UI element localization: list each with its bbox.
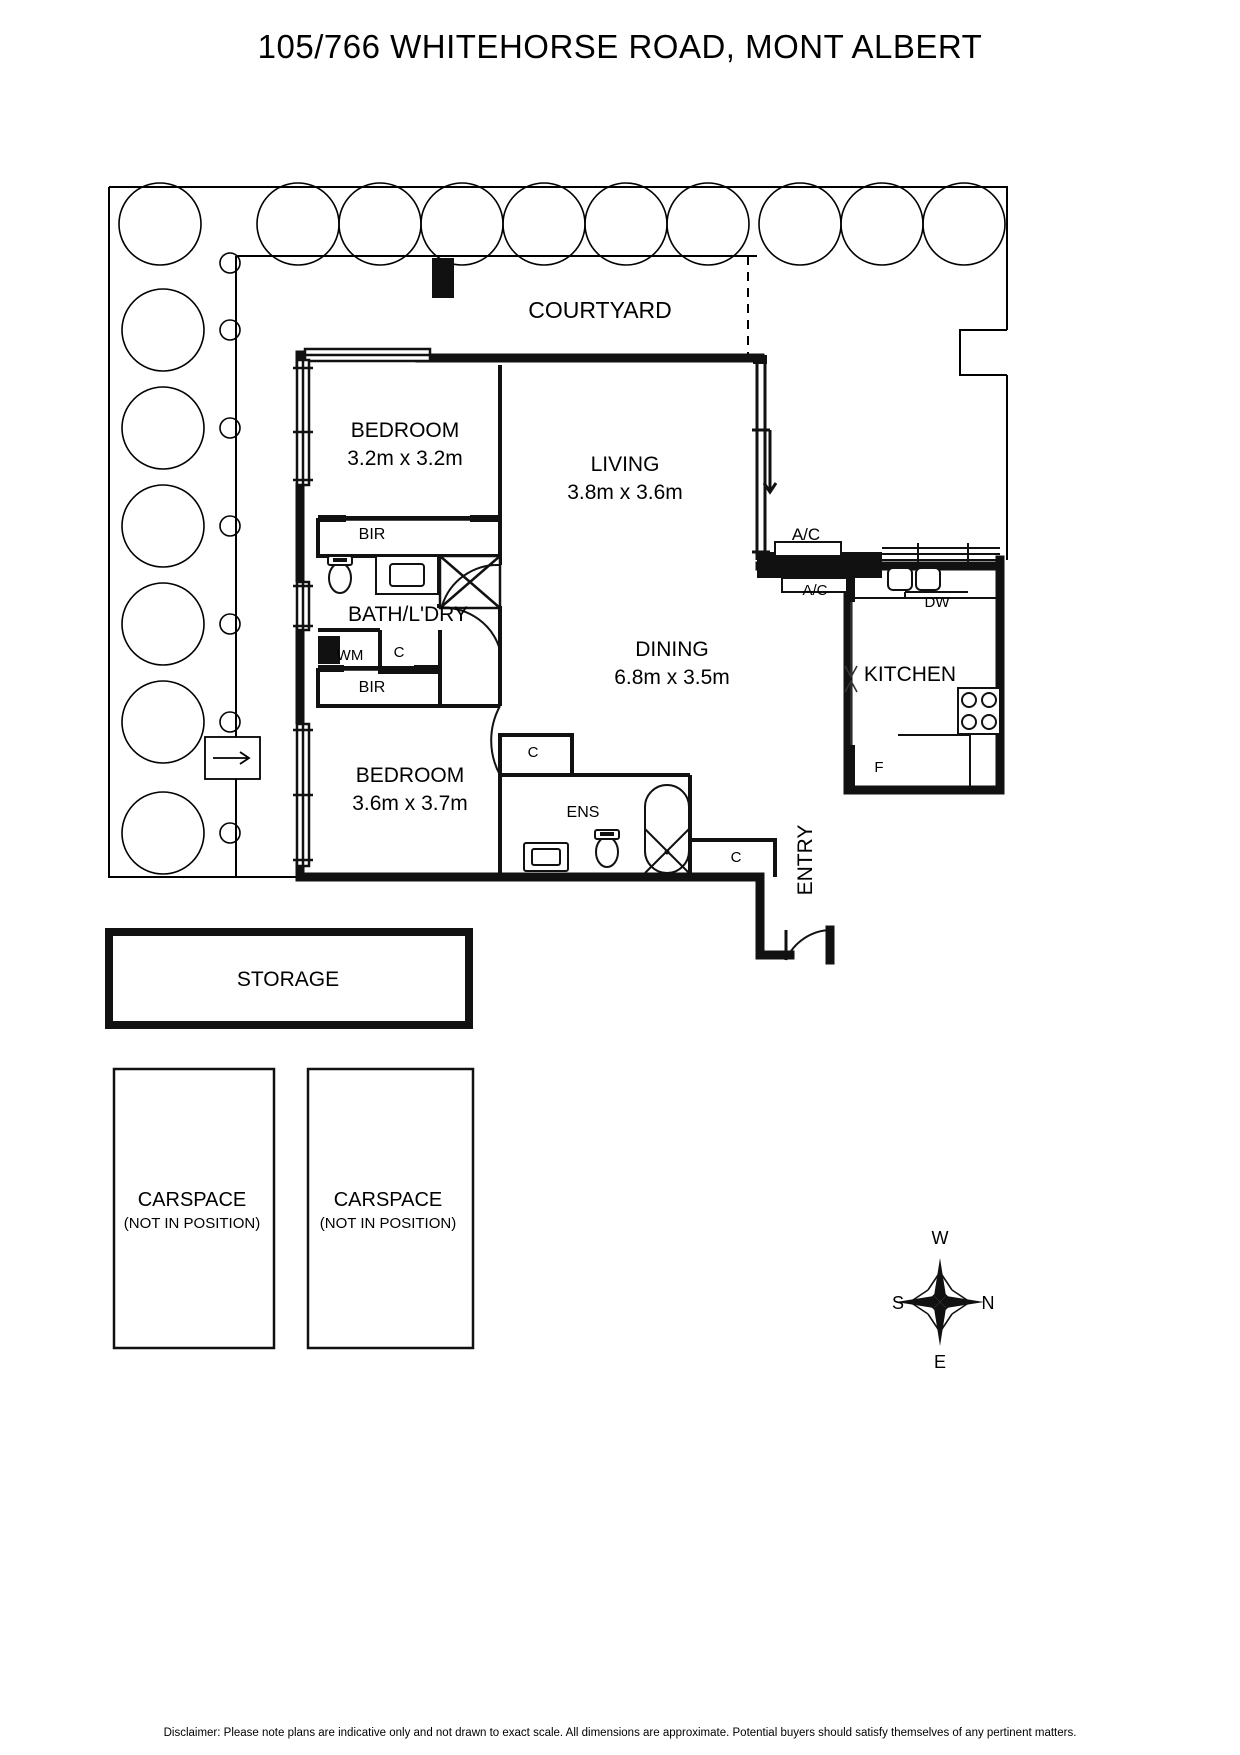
room-label-living: LIVING — [591, 453, 660, 476]
compass-label-n: N — [982, 1293, 995, 1313]
hedge-left — [121, 252, 241, 875]
kitchen-joinery — [848, 543, 1001, 790]
door-swings — [441, 563, 831, 961]
compass-label-s: S — [892, 1293, 904, 1313]
carspace-box-2 — [306, 1067, 475, 1350]
fixture-label-ac-lower: A/C — [802, 582, 827, 599]
side-gate — [204, 736, 261, 780]
fixture-label-cupboard-bath: C — [394, 644, 405, 661]
room-dims-bedroom-2: 3.6m x 3.7m — [352, 792, 468, 815]
hedge-top — [118, 182, 1006, 266]
compass-label-e: E — [934, 1352, 946, 1372]
room-label-kitchen: KITCHEN — [864, 663, 956, 686]
ac-units — [774, 541, 849, 593]
room-label-bath-ldry: BATH/L'DRY — [348, 603, 468, 626]
bath-window — [293, 580, 313, 632]
fixture-label-cupboard-hall: C — [528, 744, 539, 761]
fixture-label-fridge: F — [874, 759, 883, 776]
shower-bath — [438, 554, 502, 610]
carspace-sublabel-2: (NOT IN POSITION) — [320, 1215, 456, 1232]
fixture-label-cupboard-entry: C — [731, 849, 742, 866]
wm-block — [318, 636, 340, 664]
compass-rose-graphic — [896, 1258, 984, 1346]
room-label-bedroom-1: BEDROOM — [351, 419, 460, 442]
fixture-label-ac-upper: A/C — [792, 525, 820, 544]
room-dims-dining: 6.8m x 3.5m — [614, 666, 730, 689]
living-sliding-door — [752, 358, 778, 560]
bath-toilet — [327, 555, 353, 594]
fixture-label-washing-machine: WM — [337, 647, 364, 664]
disclaimer-text: Disclaimer: Please note plans are indica… — [163, 1727, 1077, 1739]
compass-label-w: W — [932, 1228, 949, 1248]
bath-vanity — [375, 555, 439, 595]
carspace-label-1: CARSPACE — [138, 1189, 247, 1211]
courtyard-boundary — [108, 186, 1008, 878]
room-label-dining: DINING — [635, 638, 709, 661]
room-dims-living: 3.8m x 3.6m — [567, 481, 683, 504]
plan-text-labels: COURTYARD BEDROOM 3.2m x 3.2m LIVING 3.8… — [124, 297, 995, 1372]
carspace-label-2: CARSPACE — [334, 1189, 443, 1211]
fixture-label-bir-upper: BIR — [359, 526, 386, 543]
page-title: 105/766 WHITEHORSE ROAD, MONT ALBERT — [257, 28, 983, 65]
room-label-bedroom-2: BEDROOM — [356, 764, 465, 787]
bedroom1-side-window — [293, 358, 313, 487]
room-label-entry: ENTRY — [794, 825, 817, 896]
carspace-box-1 — [112, 1067, 276, 1350]
carspace-sublabel-1: (NOT IN POSITION) — [124, 1215, 260, 1232]
room-label-ensuite: ENS — [567, 804, 600, 821]
ensuite-fixtures — [523, 784, 690, 874]
fixture-label-bir-lower: BIR — [359, 679, 386, 696]
room-label-storage: STORAGE — [237, 968, 339, 991]
room-label-courtyard: COURTYARD — [528, 297, 672, 323]
fixture-label-dishwasher: DW — [925, 594, 951, 611]
courtyard-post — [432, 258, 454, 298]
storage-box — [105, 928, 473, 1029]
room-dims-bedroom-1: 3.2m x 3.2m — [347, 447, 463, 470]
bedroom2-window — [293, 722, 313, 868]
bedroom1-window — [303, 347, 432, 363]
